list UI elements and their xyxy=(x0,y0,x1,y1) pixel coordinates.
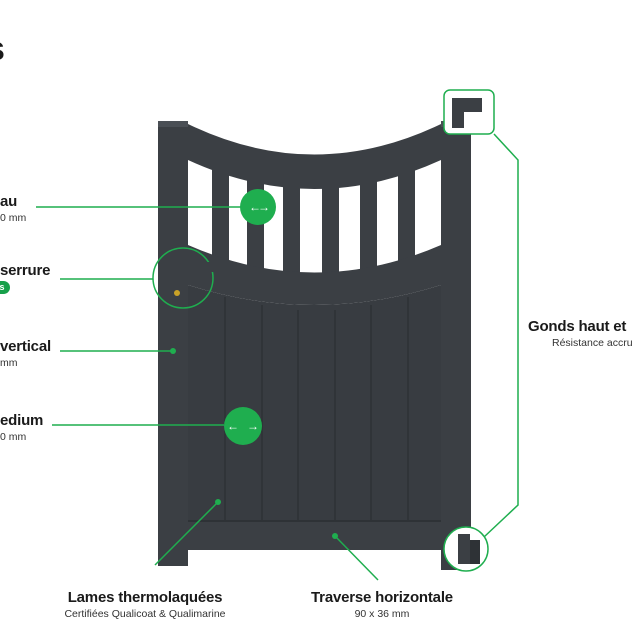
medium-marker xyxy=(224,407,262,445)
lower-panel xyxy=(188,285,441,530)
label-serrure: serrure xyxy=(0,262,51,279)
panel-grooves xyxy=(224,297,409,522)
right-post xyxy=(441,121,471,570)
label-traverse: Traverse horizontale 90 x 36 mm xyxy=(311,589,453,620)
svg-text:←: ← xyxy=(249,200,261,214)
hinge-connector xyxy=(483,133,519,538)
svg-text:→: → xyxy=(258,200,270,214)
svg-text:←: ← xyxy=(227,419,239,433)
svg-text:→: → xyxy=(247,419,259,433)
label-vertical: vertical mm xyxy=(0,338,51,369)
serrure-badge: s xyxy=(0,281,10,294)
lock-callout xyxy=(152,247,214,309)
top-curved-rail xyxy=(188,124,441,189)
left-post xyxy=(158,121,188,566)
label-lames: Lames thermolaquées Certifiées Qualicoat… xyxy=(64,589,226,620)
middle-curved-rail xyxy=(188,245,441,305)
page-title: s xyxy=(0,30,5,69)
label-medium: edium 0 mm xyxy=(0,412,44,443)
barreau-marker xyxy=(240,189,276,225)
label-barreau: au 0 mm xyxy=(0,193,27,224)
bottom-rail xyxy=(188,520,441,550)
label-gonds: Gonds haut et Résistance accru xyxy=(528,318,633,349)
